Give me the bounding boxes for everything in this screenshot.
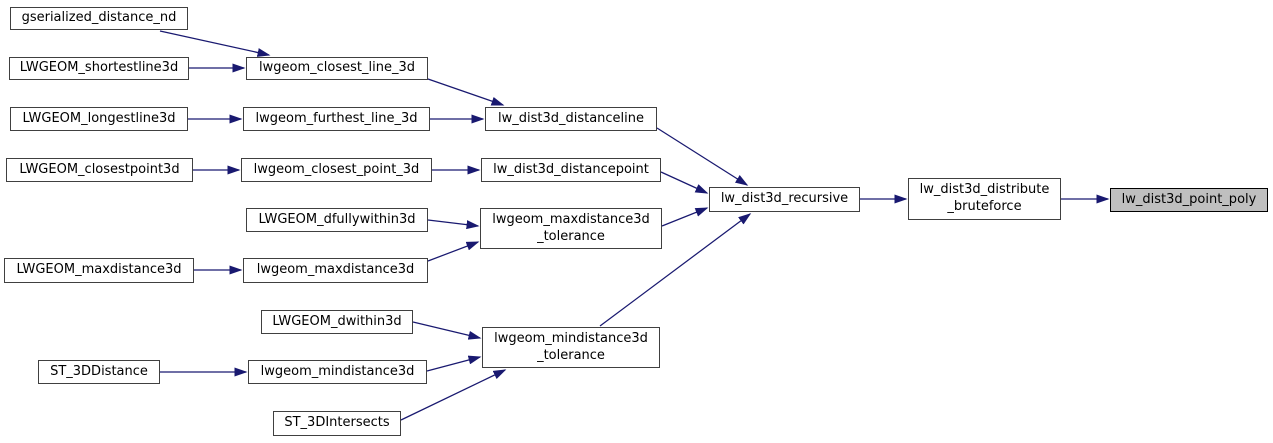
node-lw_dist3d_distanceline[interactable]: lw_dist3d_distanceline — [485, 107, 657, 131]
node-label: lw_dist3d_recursive — [720, 191, 849, 207]
node-label: _tolerance — [537, 347, 605, 363]
node-label: LWGEOM_longestline3d — [22, 110, 176, 126]
node-label: lwgeom_mindistance3d — [260, 363, 415, 379]
node-ST_3DDistance[interactable]: ST_3DDistance — [38, 360, 160, 384]
node-lw_dist3d_distribute_bruteforce[interactable]: lw_dist3d_distribute_bruteforce — [908, 178, 1061, 220]
node-label: LWGEOM_dwithin3d — [272, 313, 402, 329]
edge-gserialized_distance_nd-to-lwgeom_closest_line_3d — [159, 30, 271, 57]
node-LWGEOM_longestline3d[interactable]: LWGEOM_longestline3d — [10, 107, 188, 131]
node-label: lw_dist3d_point_poly — [1121, 191, 1257, 207]
node-lwgeom_mindistance3d_tolerance[interactable]: lwgeom_mindistance3d_tolerance — [482, 327, 660, 368]
node-lwgeom_maxdistance3d[interactable]: lwgeom_maxdistance3d — [243, 258, 428, 283]
edge-lwgeom_maxdistance3d-to-lwgeom_maxdistance3d_tolerance — [427, 241, 480, 262]
node-lw_dist3d_recursive[interactable]: lw_dist3d_recursive — [709, 187, 860, 212]
node-lwgeom_mindistance3d[interactable]: lwgeom_mindistance3d — [248, 360, 427, 384]
edge-lwgeom_mindistance3d-to-lwgeom_mindistance3d_tolerance — [426, 355, 482, 372]
edge-lw_dist3d_distancepoint-to-lw_dist3d_recursive — [660, 171, 709, 194]
node-label: LWGEOM_maxdistance3d — [16, 262, 182, 278]
node-label: lwgeom_maxdistance3d — [256, 262, 415, 278]
node-label: lwgeom_mindistance3d — [494, 330, 648, 346]
node-LWGEOM_dwithin3d[interactable]: LWGEOM_dwithin3d — [261, 310, 413, 334]
edge-LWGEOM_dwithin3d-to-lwgeom_mindistance3d_tolerance — [412, 321, 482, 340]
node-label: lwgeom_maxdistance3d — [492, 211, 650, 227]
node-LWGEOM_dfullywithin3d[interactable]: LWGEOM_dfullywithin3d — [246, 208, 428, 232]
node-label: lwgeom_furthest_line_3d — [255, 110, 418, 126]
node-lwgeom_closest_point_3d[interactable]: lwgeom_closest_point_3d — [241, 158, 432, 182]
node-label: LWGEOM_shortestline3d — [19, 60, 179, 76]
node-label: LWGEOM_closestpoint3d — [19, 161, 180, 177]
node-label: gserialized_distance_nd — [21, 10, 177, 26]
node-ST_3DIntersects[interactable]: ST_3DIntersects — [273, 411, 401, 436]
node-label: LWGEOM_dfullywithin3d — [258, 211, 416, 227]
node-label: lwgeom_closest_line_3d — [259, 60, 415, 76]
node-LWGEOM_shortestline3d[interactable]: LWGEOM_shortestline3d — [9, 57, 189, 80]
node-lw_dist3d_distancepoint[interactable]: lw_dist3d_distancepoint — [481, 158, 661, 182]
node-label: ST_3DDistance — [50, 363, 148, 379]
node-label: lw_dist3d_distancepoint — [493, 161, 649, 177]
edge-lwgeom_closest_line_3d-to-lw_dist3d_distanceline — [427, 78, 505, 106]
node-lwgeom_maxdistance3d_tolerance[interactable]: lwgeom_maxdistance3d_tolerance — [480, 208, 662, 249]
node-label: _bruteforce — [947, 199, 1022, 214]
node-gserialized_distance_nd[interactable]: gserialized_distance_nd — [10, 7, 188, 30]
node-label: lwgeom_closest_point_3d — [253, 161, 420, 177]
node-label: lw_dist3d_distribute — [919, 182, 1050, 198]
node-LWGEOM_maxdistance3d[interactable]: LWGEOM_maxdistance3d — [4, 258, 194, 283]
node-LWGEOM_closestpoint3d[interactable]: LWGEOM_closestpoint3d — [6, 158, 193, 182]
node-lwgeom_closest_line_3d[interactable]: lwgeom_closest_line_3d — [246, 57, 428, 80]
node-label: lw_dist3d_distanceline — [497, 110, 645, 126]
node-lw_dist3d_point_poly: lw_dist3d_point_poly — [1110, 188, 1268, 212]
node-label: _tolerance — [537, 228, 605, 244]
node-label: ST_3DIntersects — [284, 415, 390, 431]
edge-LWGEOM_dfullywithin3d-to-lwgeom_maxdistance3d_tolerance — [427, 219, 480, 230]
edge-lwgeom_maxdistance3d_tolerance-to-lw_dist3d_recursive — [661, 207, 709, 227]
edge-lw_dist3d_distanceline-to-lw_dist3d_recursive — [656, 127, 749, 186]
node-lwgeom_furthest_line_3d[interactable]: lwgeom_furthest_line_3d — [243, 107, 430, 131]
